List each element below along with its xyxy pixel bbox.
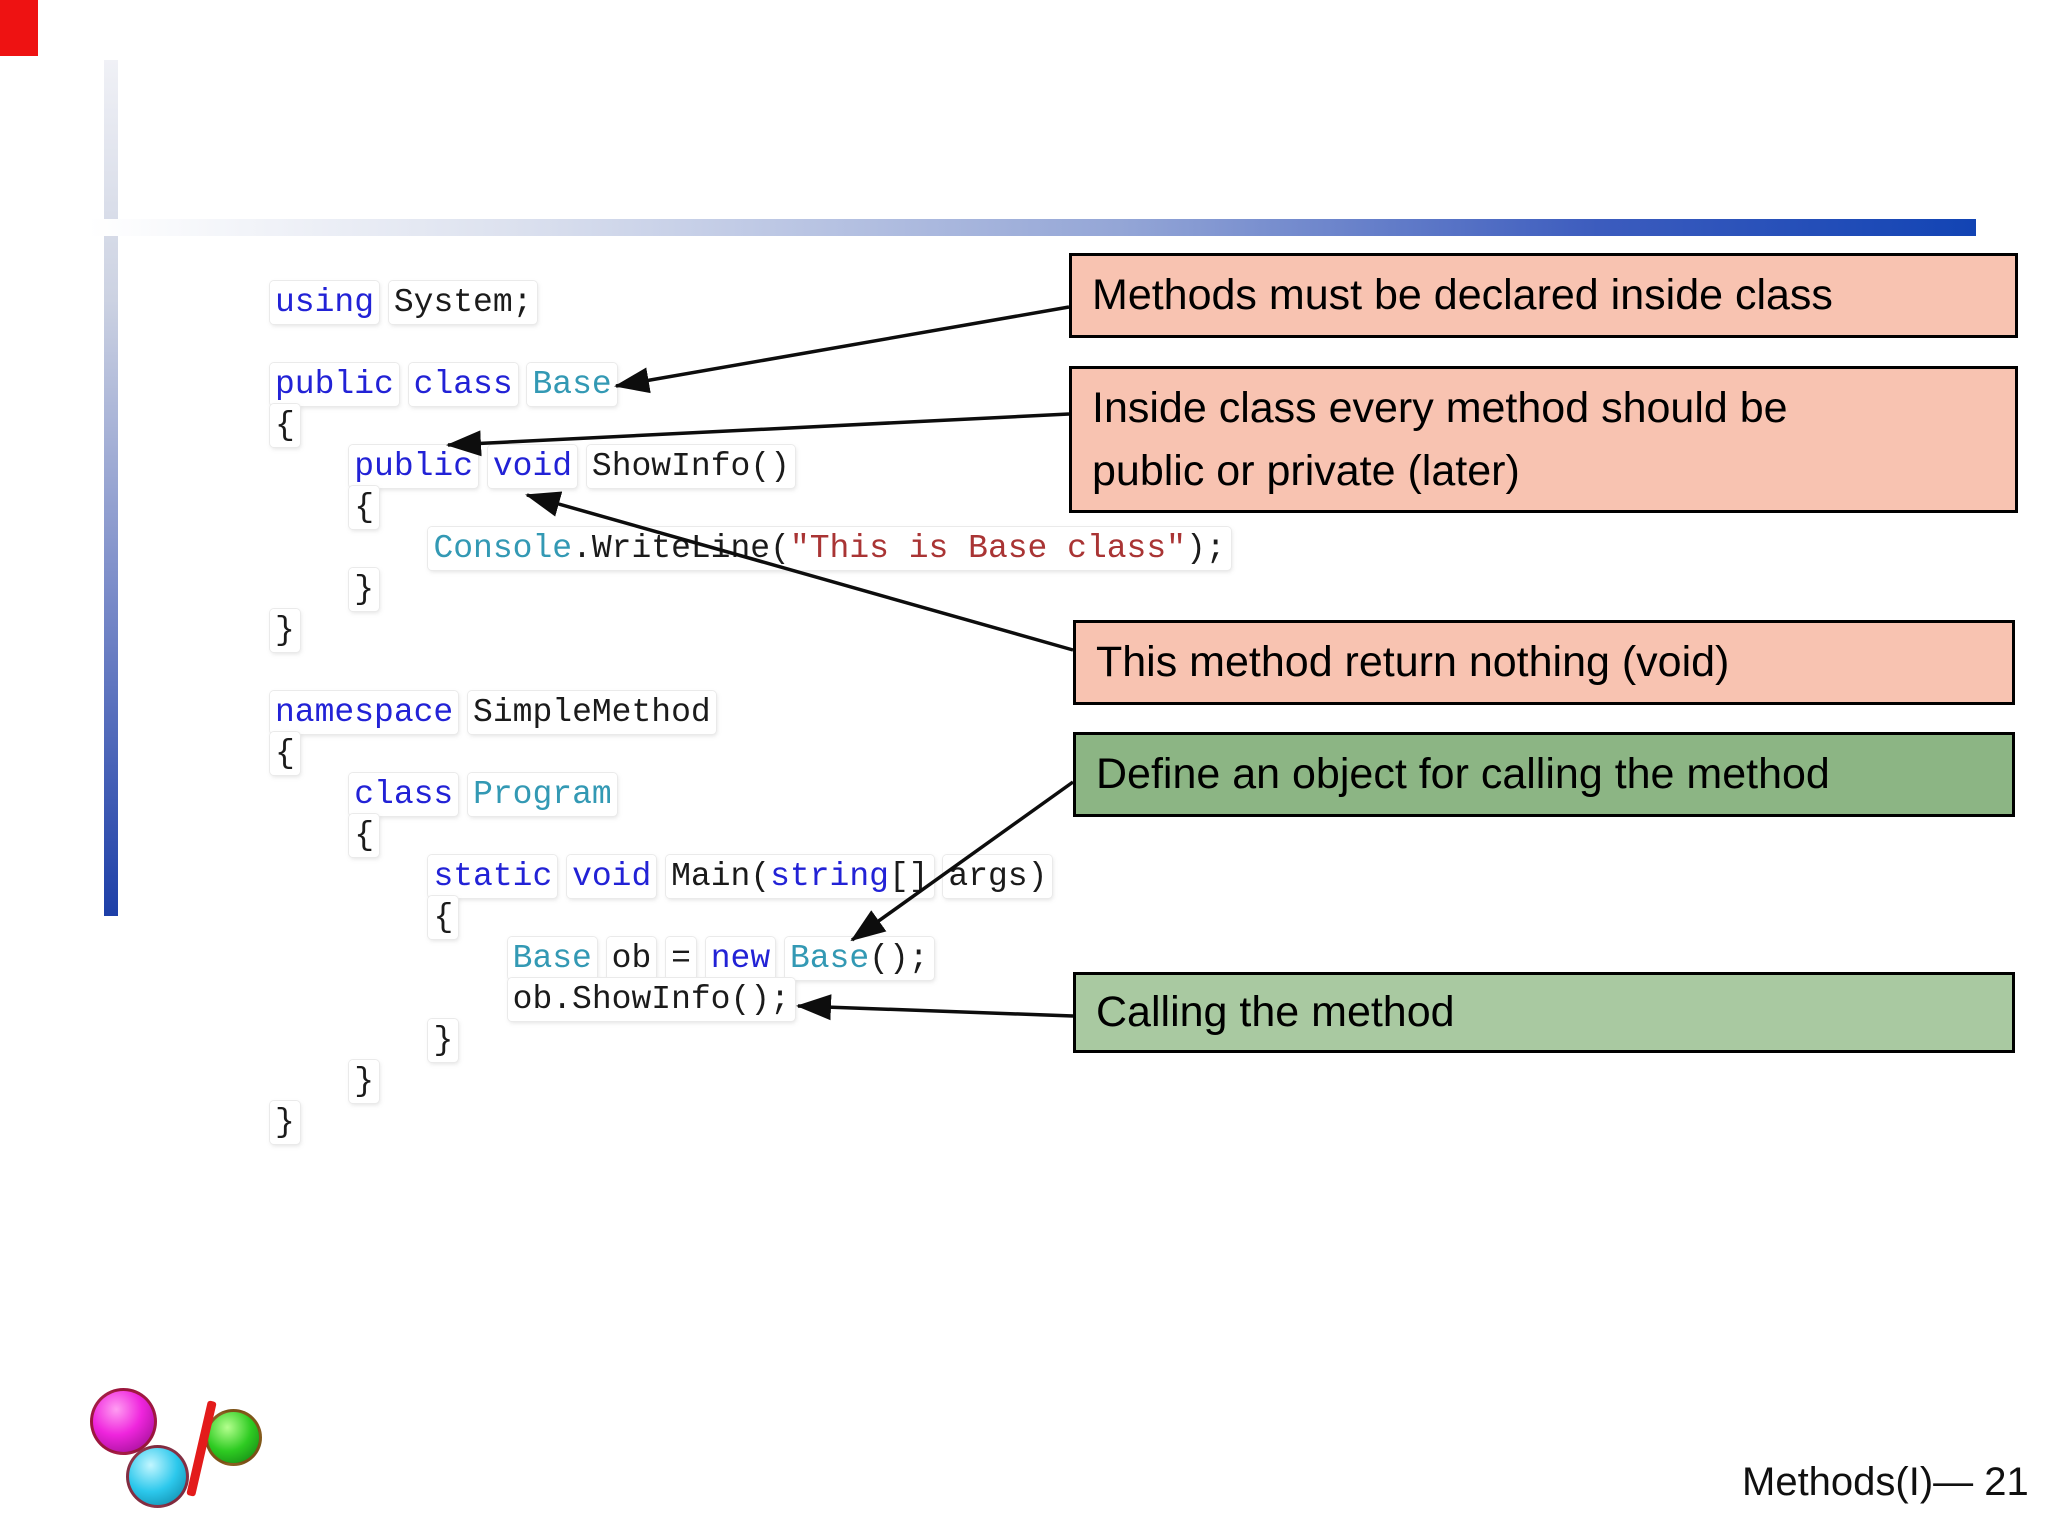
code-token: } [349, 568, 380, 611]
code-token: { [270, 404, 300, 447]
callout-calling-method: Calling the method [1073, 972, 2015, 1053]
code-token: ob.ShowInfo(); [507, 978, 795, 1021]
code-token: class [349, 773, 459, 816]
code-line: } [275, 1060, 1226, 1103]
code-line: static void Main(string[] args) [275, 855, 1226, 898]
code-token: Main(string[] [666, 855, 934, 898]
code-token: void [487, 445, 578, 488]
code-line: namespace SimpleMethod [270, 691, 1226, 734]
code-token: { [428, 896, 459, 939]
code-token: Program [468, 773, 617, 816]
code-token: static [428, 855, 558, 898]
code-line: ob.ShowInfo(); [275, 978, 1226, 1021]
code-line: } [270, 1101, 1226, 1144]
code-token: { [270, 732, 300, 775]
code-token: } [270, 1101, 300, 1144]
code-token: { [349, 486, 380, 529]
code-line: { [275, 486, 1226, 529]
vertical-gradient-bar [104, 60, 118, 916]
code-line: } [270, 609, 1226, 652]
code-line: } [275, 1019, 1226, 1062]
code-token: Base [527, 363, 617, 406]
horizontal-gradient-bar [88, 219, 1976, 236]
code-token: Base(); [784, 937, 934, 980]
code-token: namespace [270, 691, 459, 734]
code-token: SimpleMethod [468, 691, 716, 734]
code-line: Base ob = new Base(); [275, 937, 1226, 980]
code-token: Base [507, 937, 597, 980]
code-line: Console.WriteLine("This is Base class"); [275, 527, 1231, 570]
code-token: } [428, 1019, 459, 1062]
code-line: public class Base [270, 363, 1226, 406]
logo-sphere-green [205, 1409, 262, 1466]
code-token: { [349, 814, 380, 857]
code-line: public void ShowInfo() [275, 445, 1226, 488]
code-line: } [275, 568, 1226, 611]
code-line: { [275, 814, 1226, 857]
code-token: = [666, 937, 696, 980]
code-line: { [270, 404, 1226, 447]
code-token: public [349, 445, 479, 488]
code-line: { [270, 732, 1226, 775]
corner-red-bar [0, 0, 38, 56]
code-token: ShowInfo() [586, 445, 795, 488]
code-token: } [270, 609, 300, 652]
logo-sphere-magenta [90, 1388, 157, 1455]
code-token: Console.WriteLine("This is Base class"); [428, 527, 1231, 570]
code-token: ob [606, 937, 657, 980]
code-token: args) [943, 855, 1053, 898]
code-line: class Program [275, 773, 1226, 816]
code-token: } [349, 1060, 380, 1103]
code-token: class [408, 363, 518, 406]
logo-sphere-cyan [126, 1445, 189, 1508]
code-token: public [270, 363, 399, 406]
code-line: using System; [270, 281, 1226, 324]
slide-footer-page-label: Methods(I)— 21 [1742, 1460, 2029, 1504]
code-token: new [705, 937, 776, 980]
callout-return-void: This method return nothing (void) [1073, 620, 2015, 705]
code-token: void [567, 855, 657, 898]
code-token: System; [388, 281, 538, 324]
code-line: { [275, 896, 1226, 939]
code-token: using [270, 281, 380, 324]
callout-methods-declared: Methods must be declared inside class [1069, 253, 2018, 338]
callout-define-object: Define an object for calling the method [1073, 732, 2015, 817]
callout-public-private: Inside class every method should be publ… [1069, 366, 2018, 513]
